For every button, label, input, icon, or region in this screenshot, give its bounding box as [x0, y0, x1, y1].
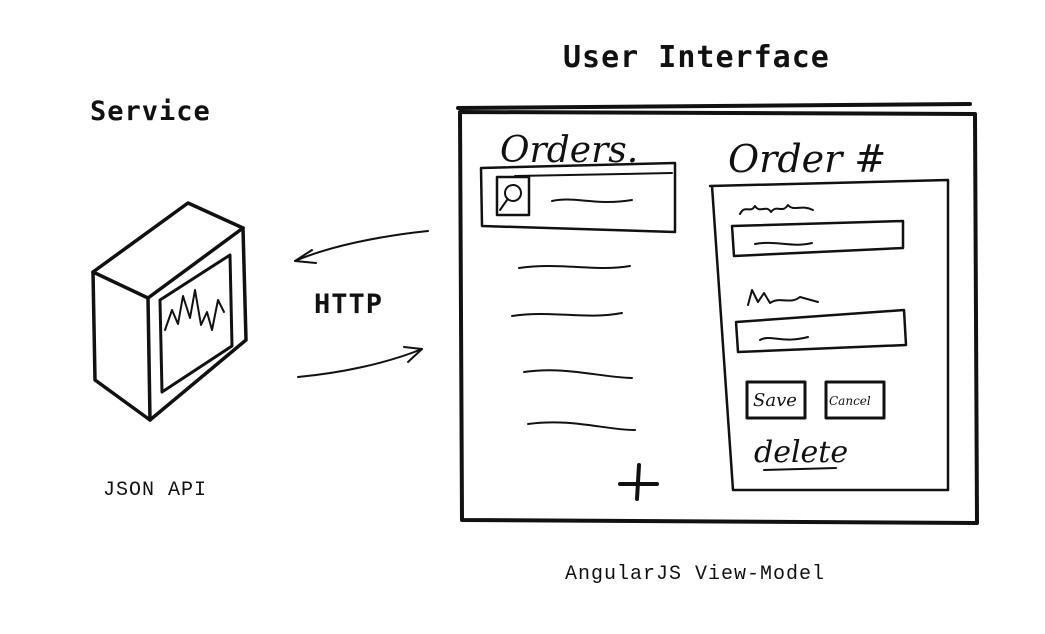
plus-icon[interactable] — [618, 463, 659, 501]
service-title: Service — [90, 96, 211, 127]
orders-underline — [514, 172, 673, 177]
orders-heading: Orders. — [500, 130, 638, 171]
selected-order-row[interactable] — [479, 161, 677, 234]
request-arrow — [294, 230, 429, 264]
field-label-squiggle — [747, 289, 819, 306]
user-interface-title: User Interface — [563, 40, 830, 75]
http-label: HTTP — [314, 289, 384, 320]
order-heading: Order # — [728, 137, 886, 181]
delete-link[interactable]: delete — [754, 435, 848, 470]
json-api-caption: JSON API — [103, 479, 208, 502]
save-button-label[interactable]: Save — [753, 390, 797, 411]
order-row — [523, 369, 633, 379]
order-list-lines[interactable] — [511, 265, 636, 431]
cancel-button[interactable] — [824, 380, 886, 420]
ui-window-frame — [456, 102, 979, 525]
order-row — [511, 312, 623, 317]
view-model-caption: AngularJS View-Model — [565, 563, 826, 586]
order-row — [527, 421, 636, 431]
order-row — [518, 265, 631, 269]
save-button[interactable] — [745, 380, 807, 420]
order-thumbnail — [495, 175, 531, 217]
field-input-2[interactable] — [734, 308, 908, 354]
field-input-1[interactable] — [730, 219, 905, 258]
monitor-server-icon — [91, 201, 248, 422]
field-label-squiggle — [739, 204, 814, 215]
delete-underline — [763, 467, 837, 471]
order-detail-panel — [708, 178, 950, 492]
cancel-button-label[interactable]: Cancel — [829, 394, 871, 408]
response-arrow — [297, 346, 423, 378]
